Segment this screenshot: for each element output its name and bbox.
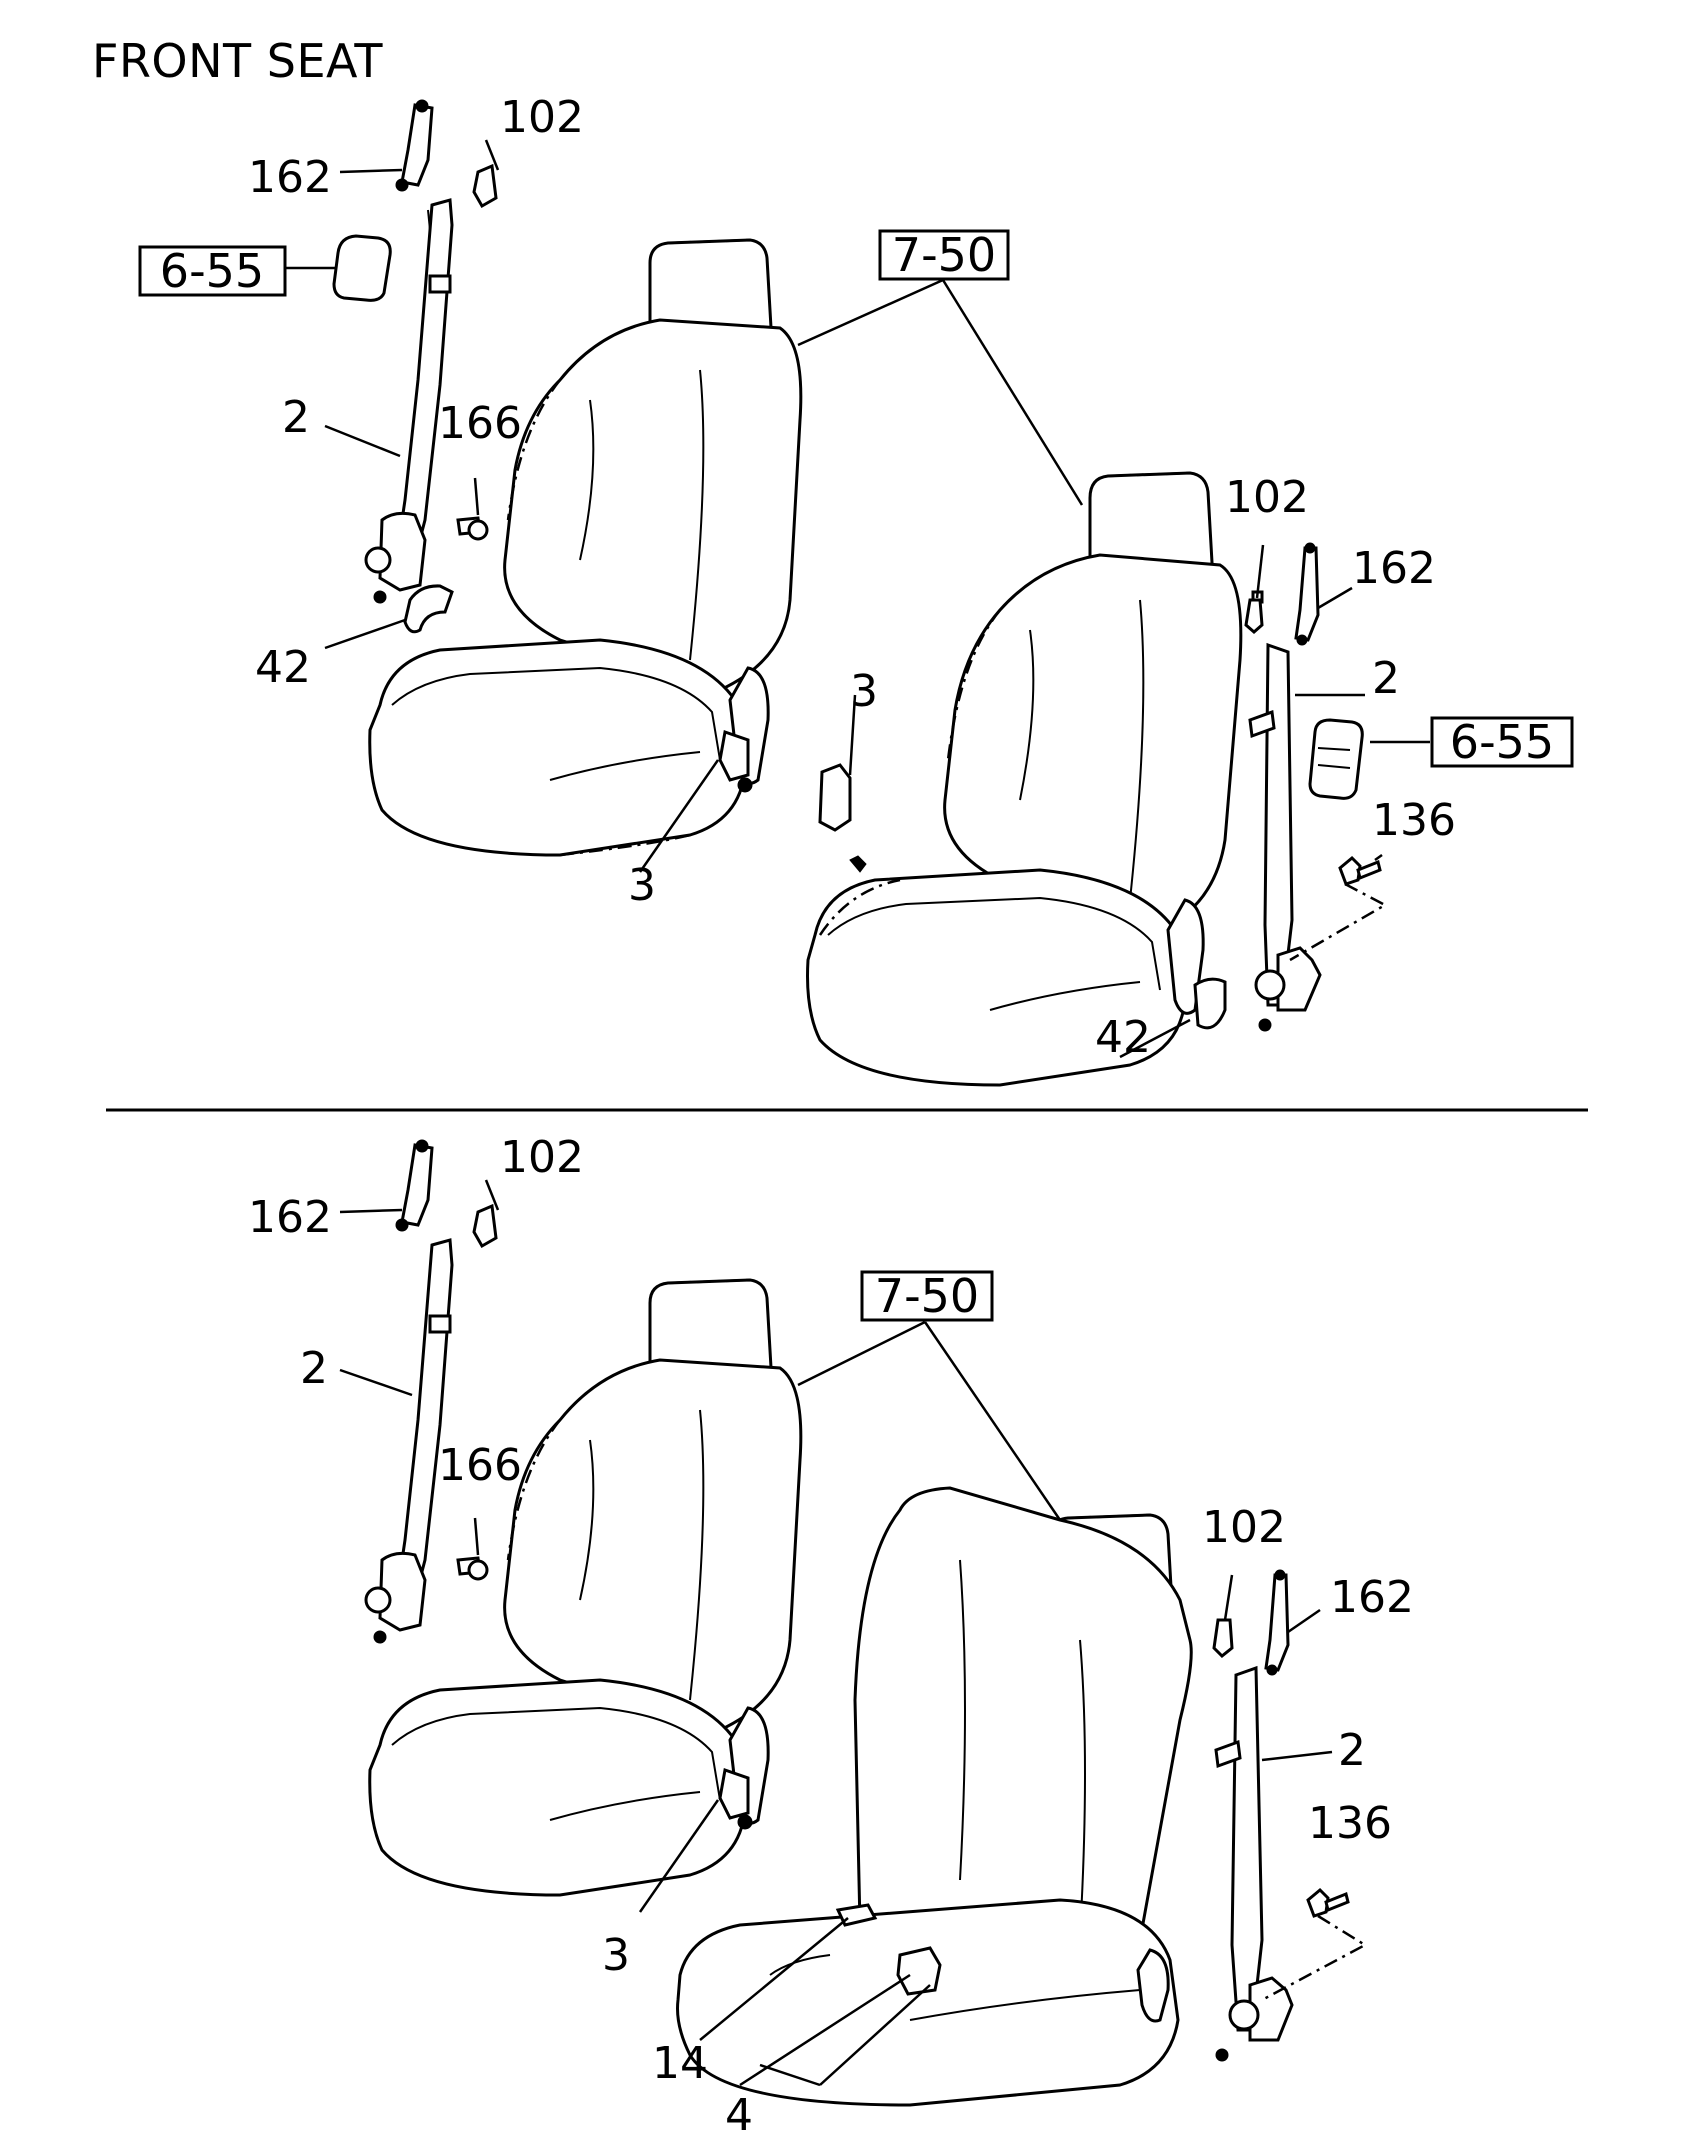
label-102-left-top: 102: [500, 92, 584, 143]
label-162-left-bottom: 162: [248, 1192, 332, 1243]
label-2-right-top: 2: [1372, 653, 1400, 704]
label-162-right-top: 162: [1352, 543, 1436, 594]
label-2-left-top: 2: [282, 392, 310, 443]
seatbelt-right-bottom: [1212, 1569, 1350, 2062]
label-3-bottom: 3: [602, 1930, 630, 1981]
label-166-bottom: 166: [438, 1440, 522, 1491]
label-6-55-left: 6-55: [160, 244, 264, 298]
label-2-left-bottom: 2: [300, 1343, 328, 1394]
seat-left-top: [368, 238, 803, 857]
label-136-bottom: 136: [1308, 1798, 1392, 1849]
ref-box-6-55-right: [1430, 716, 1574, 768]
ref-box-7-50-top: [878, 229, 1010, 281]
label-7-50-top: 7-50: [892, 228, 996, 282]
label-3-left-top: 3: [628, 860, 656, 911]
page-title: FRONT SEAT: [92, 34, 384, 88]
top-section: 6-55 7-50 6-55 102 162 2 166 42 3 3 102 …: [138, 92, 1574, 1087]
label-14: 14: [652, 2038, 708, 2089]
label-7-50-bottom: 7-50: [875, 1269, 979, 1323]
label-6-55-right: 6-55: [1450, 715, 1554, 769]
seatbelt-left-top: [332, 99, 753, 793]
label-2-right-bottom: 2: [1338, 1725, 1366, 1776]
leader-lines-top: [284, 139, 1430, 1059]
label-42-left-top: 42: [255, 642, 311, 693]
label-3-right-top: 3: [850, 666, 878, 717]
seatbelt-right-top: [818, 542, 1382, 1032]
label-102-right-bottom: 102: [1202, 1502, 1286, 1553]
seatbelt-left-bottom: [364, 1139, 498, 1644]
label-102-right-top: 102: [1225, 472, 1309, 523]
bench-seat-bottom: [676, 1486, 1193, 2107]
seat-right-top: [806, 471, 1243, 1087]
label-162-right-bottom: 162: [1330, 1572, 1414, 1623]
label-166-top: 166: [438, 398, 522, 449]
ref-box-7-50-bottom: [860, 1270, 994, 1322]
leader-lines-bottom: [339, 1179, 1368, 2087]
label-4: 4: [725, 2090, 753, 2141]
label-102-left-bottom: 102: [500, 1132, 584, 1183]
label-136-top: 136: [1372, 795, 1456, 846]
bottom-section: 7-50 102 162 2 166 3 102 162 2 136 14 4: [248, 1132, 1414, 2141]
label-42-right-top: 42: [1095, 1012, 1151, 1063]
label-162-left-top: 162: [248, 152, 332, 203]
ref-box-6-55-left: [138, 245, 287, 297]
seat-left-bottom: [368, 1278, 803, 1897]
